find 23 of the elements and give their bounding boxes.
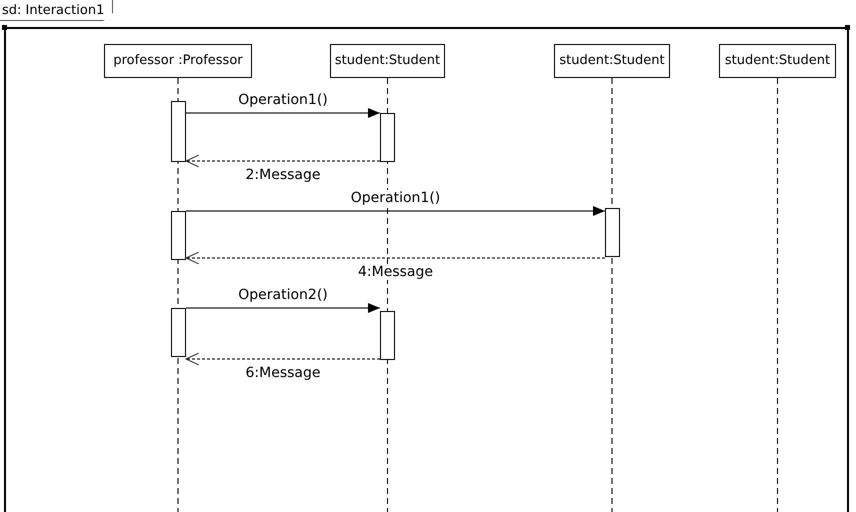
lifeline-header: professor :Professor [104, 44, 252, 78]
activation-bar [380, 311, 395, 360]
lifeline-header: student:Student [719, 44, 836, 78]
message-arrow [186, 154, 380, 168]
activation-bar [171, 101, 186, 162]
activation-bar [605, 208, 620, 257]
message-arrow [186, 303, 380, 313]
message-arrow [186, 108, 380, 118]
message-arrow [186, 206, 606, 216]
message-arrow [186, 352, 380, 366]
lifeline-header: student:Student [330, 44, 445, 78]
activation-bar [171, 211, 186, 260]
message-arrow [186, 252, 606, 264]
edge-label: 2:Message [244, 167, 322, 183]
activation-bar [171, 308, 186, 357]
edge-label: Operation1() [237, 92, 329, 108]
edge-label: 6:Message [244, 365, 322, 381]
frame-tab: sd: Interaction1 [0, 0, 114, 21]
edge-label: Operation1() [350, 190, 442, 206]
lifeline-header: student:Student [554, 44, 670, 78]
edge-label: 4:Message [357, 264, 434, 280]
activation-bar [380, 113, 395, 162]
edge-label: Operation2() [237, 287, 329, 303]
